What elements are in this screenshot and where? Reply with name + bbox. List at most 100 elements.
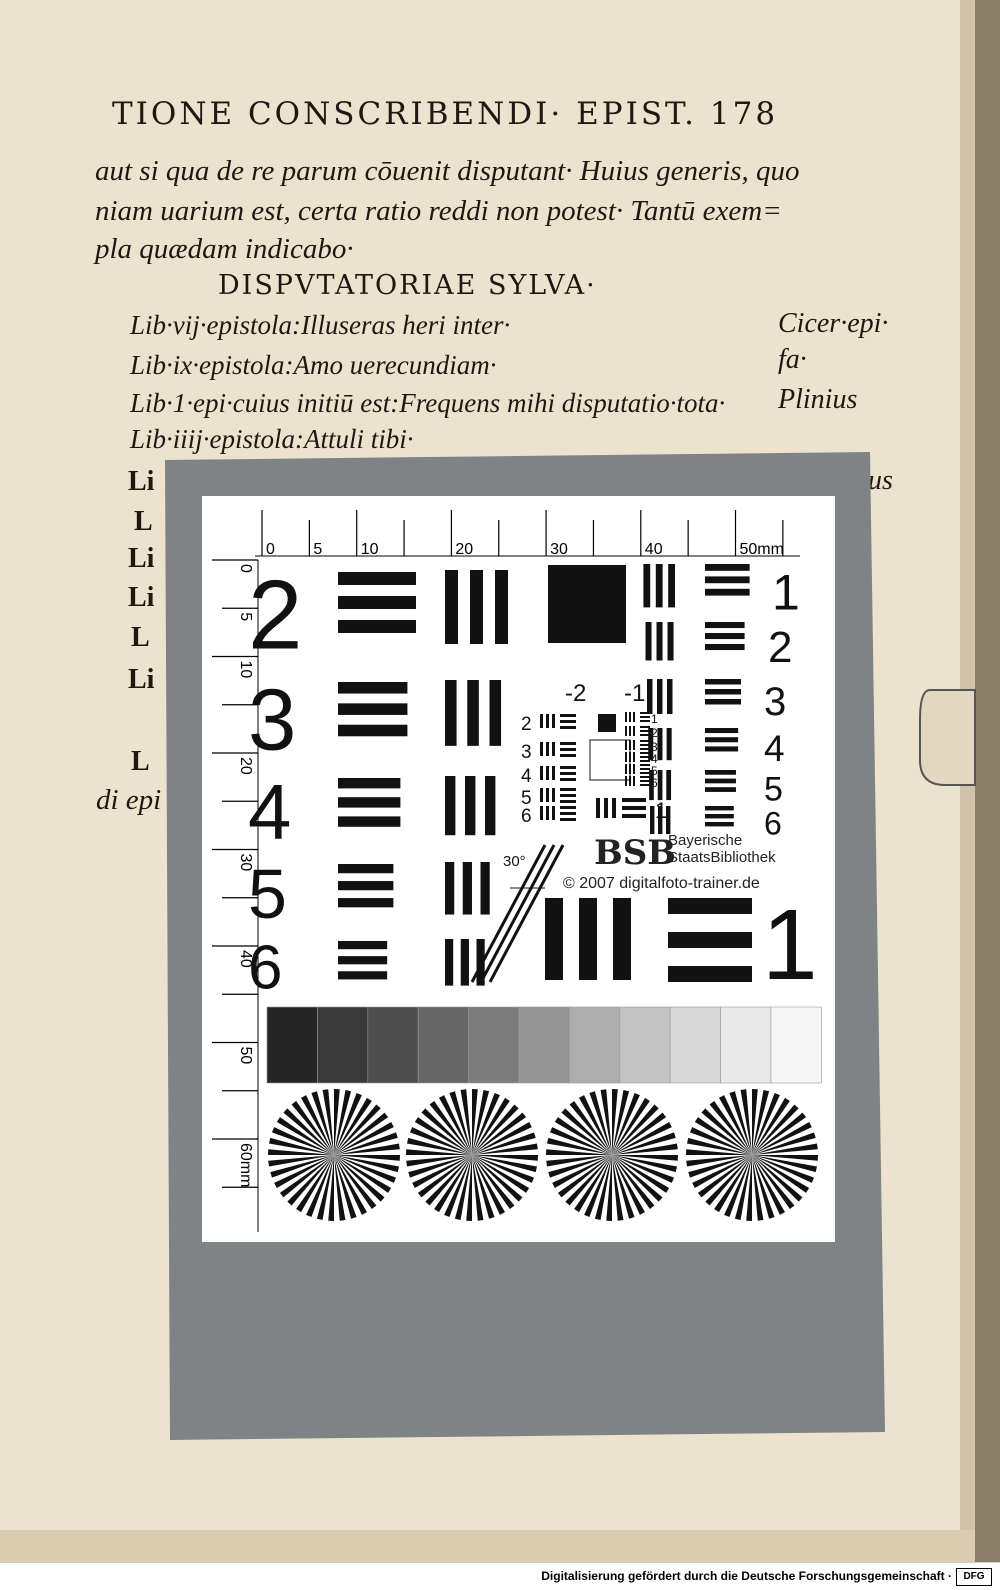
star-wedge (752, 1112, 807, 1155)
horizontal-bar (560, 812, 576, 815)
diagonal-bar (488, 844, 565, 983)
horizontal-bar (705, 588, 750, 596)
margin-note: fa· (778, 344, 807, 375)
star-wedge (322, 1089, 334, 1155)
star-wedge (574, 1155, 612, 1213)
vertical-bar (629, 726, 631, 736)
star-wedge (268, 1155, 334, 1167)
star-wedge (406, 1155, 472, 1167)
star-wedge (612, 1097, 650, 1155)
star-wedge (752, 1097, 790, 1155)
horizontal-bar (338, 596, 416, 609)
horizontal-bar (338, 956, 388, 965)
vertical-bar (625, 752, 627, 762)
star-wedge (328, 1155, 334, 1221)
inner-number: 2 (651, 726, 658, 740)
ruler-left-label: 5 (237, 612, 254, 621)
vertical-bar (546, 806, 549, 820)
horizontal-bar (560, 726, 576, 729)
scale-label: -1 (624, 680, 645, 707)
bar-group-number: 3 (248, 672, 296, 769)
horizontal-bar (640, 764, 650, 766)
vertical-bar (625, 726, 627, 736)
grayscale-patch (669, 1006, 721, 1084)
horizontal-bar (705, 679, 741, 685)
vertical-bar (629, 776, 631, 786)
star-wedge (414, 1117, 472, 1155)
vertical-bar (649, 770, 654, 801)
vertical-bar (495, 570, 508, 644)
star-wedge (746, 1155, 752, 1221)
star-wedge (439, 1095, 472, 1155)
siemens-star (686, 1089, 818, 1221)
horizontal-bar (338, 881, 394, 891)
star-wedge (594, 1155, 612, 1220)
vertical-bar (613, 898, 631, 980)
horizontal-bar (560, 748, 576, 751)
grayscale-patch (720, 1006, 772, 1084)
ruler-top-label: 50mm (740, 541, 784, 558)
star-wedge (296, 1155, 334, 1213)
star-wedge (334, 1089, 340, 1155)
vertical-bar (540, 806, 543, 820)
horizontal-bar (640, 734, 650, 736)
star-wedge (444, 1155, 472, 1218)
horizontal-bar (560, 714, 576, 717)
horizontal-bar (560, 794, 576, 797)
horizontal-bar (560, 788, 576, 791)
ruler-left-label: 10 (237, 661, 254, 679)
star-wedge (291, 1100, 334, 1155)
star-wedge (454, 1155, 472, 1220)
vertical-bar (645, 622, 652, 661)
inner-number: 3 (651, 740, 658, 754)
star-wedge (729, 1091, 752, 1155)
vertical-bar (658, 806, 663, 834)
horizontal-bar (705, 746, 739, 752)
bar-group-number: 2 (768, 623, 792, 672)
vertical-bar (656, 622, 663, 661)
bar-group-number: 4 (764, 728, 785, 769)
ruler-left-label: 30 (237, 854, 254, 872)
vertical-bar (633, 752, 635, 762)
star-wedge (408, 1155, 472, 1178)
vertical-bar (633, 776, 635, 786)
target-labels: 23456123456-2-123456123456130°BSBBayeris… (248, 559, 818, 1002)
horizontal-bar (640, 756, 650, 758)
vertical-bar (647, 679, 653, 714)
logo-line-2: StaatsBibliothek (668, 849, 776, 866)
angle-label: 30° (503, 853, 526, 870)
horizontal-bar (338, 620, 416, 633)
star-wedge (269, 1137, 334, 1155)
vertical-bar (629, 764, 631, 774)
dfg-logo: DFG (956, 1568, 992, 1586)
star-wedge (334, 1112, 389, 1155)
star-wedge (425, 1155, 472, 1206)
star-wedge (301, 1095, 334, 1155)
inner-number: 5 (651, 764, 658, 778)
star-wedge (752, 1143, 818, 1155)
star-wedge (472, 1089, 478, 1155)
star-wedge (449, 1091, 472, 1155)
star-wedge (557, 1155, 612, 1198)
footer-text: Digitalisierung gefördert durch die Deut… (541, 1569, 952, 1583)
text-fragment: L (131, 622, 150, 653)
ruler-top-label: 30 (550, 541, 568, 558)
horizontal-bar (640, 726, 650, 728)
horizontal-bar (705, 787, 736, 792)
list-item: Lib·ix·epistola:Amo uerecundiam· (130, 350, 497, 380)
horizontal-bar (640, 720, 650, 722)
horizontal-bar (705, 737, 739, 743)
vertical-bar (552, 714, 555, 728)
star-wedge (589, 1091, 612, 1155)
star-wedge (472, 1143, 538, 1155)
star-wedge (688, 1155, 752, 1178)
ruler-top-label: 10 (361, 541, 379, 558)
horizontal-bar (705, 699, 741, 705)
vertical-bar (629, 712, 631, 722)
bar-group-number: 3 (764, 680, 786, 724)
star-wedge (407, 1137, 472, 1155)
vertical-bar (552, 788, 555, 802)
vertical-bar (445, 570, 458, 644)
horizontal-bar (640, 748, 650, 750)
